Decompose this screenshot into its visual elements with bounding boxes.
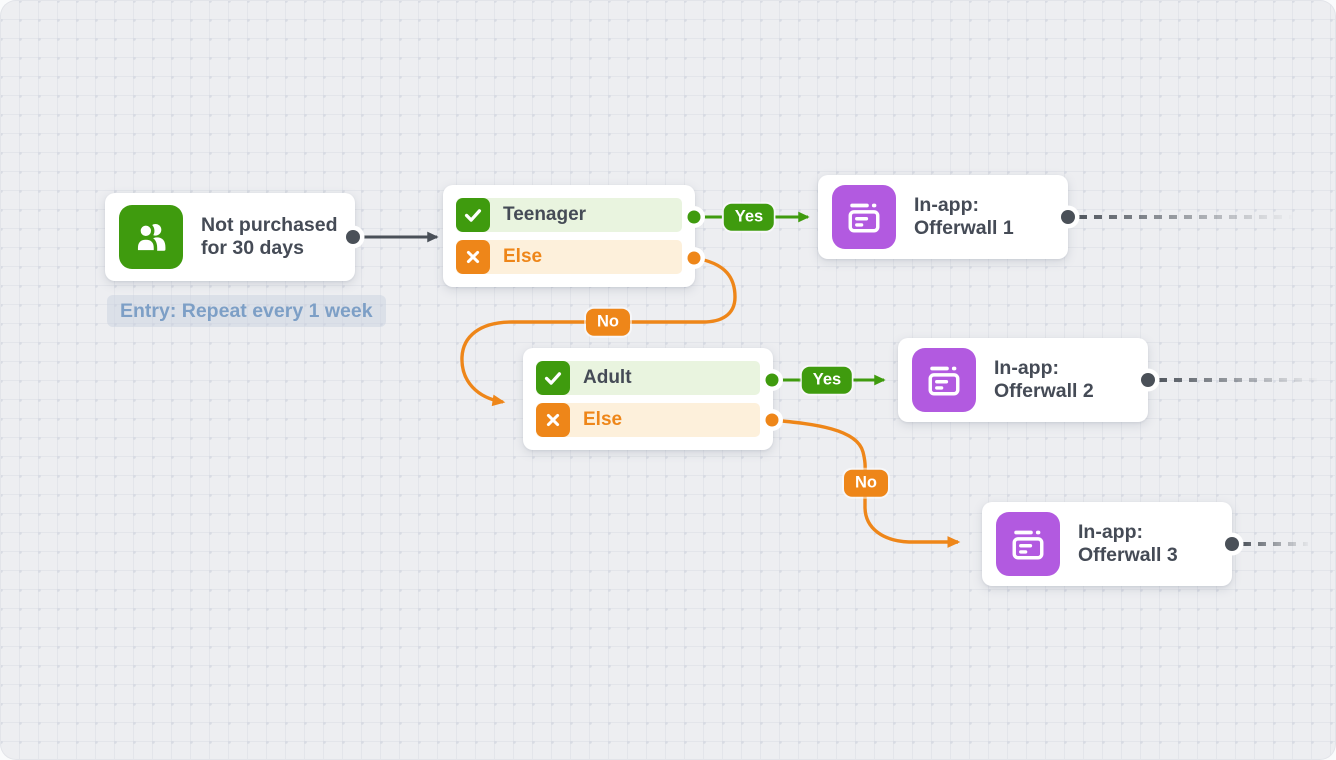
node-audience-title: Not purchased for 30 days: [201, 213, 338, 259]
entry-schedule-label: Entry: Repeat every 1 week: [107, 295, 386, 328]
in-app-message-icon: [912, 348, 976, 412]
users-icon: [119, 205, 183, 269]
node-offerwall2-line2: Offerwall 2: [994, 380, 1094, 402]
edge-badge-no2: No: [844, 469, 888, 497]
edge-badge-yes1: Yes: [723, 203, 775, 231]
decision1-row-else-label: Else: [503, 246, 543, 267]
node-inapp-offerwall-3[interactable]: In-app: Offerwall 3: [982, 502, 1232, 586]
node-audience-not-purchased[interactable]: Not purchased for 30 days: [105, 193, 355, 281]
decision1-row-teenager-label: Teenager: [503, 204, 587, 225]
node-offerwall3-title: In-app: Offerwall 3: [1078, 521, 1178, 568]
decision2-row-else[interactable]: Else: [536, 403, 760, 437]
cross-icon: [536, 403, 570, 437]
node-decision-teenager[interactable]: Teenager Else: [443, 185, 695, 287]
node-offerwall3-line1: In-app:: [1078, 520, 1143, 543]
node-offerwall1-line2: Offerwall 1: [914, 217, 1014, 239]
node-offerwall1-title: In-app: Offerwall 1: [914, 194, 1014, 241]
in-app-message-icon: [832, 185, 896, 249]
node-inapp-offerwall-2[interactable]: In-app: Offerwall 2: [898, 338, 1148, 422]
cross-icon: [456, 240, 490, 274]
check-icon: [536, 361, 570, 395]
node-offerwall1-line1: In-app:: [914, 193, 979, 216]
node-offerwall2-title: In-app: Offerwall 2: [994, 357, 1094, 404]
check-icon: [456, 198, 490, 232]
node-offerwall3-line2: Offerwall 3: [1078, 544, 1178, 566]
edge-badge-no1: No: [586, 308, 630, 336]
decision2-row-adult[interactable]: Adult: [536, 361, 760, 395]
edge-badge-yes2: Yes: [801, 366, 853, 394]
decision2-row-else-label: Else: [583, 409, 623, 430]
node-decision-adult[interactable]: Adult Else: [523, 348, 773, 450]
decision2-row-adult-label: Adult: [583, 367, 632, 388]
node-offerwall2-line1: In-app:: [994, 356, 1059, 379]
in-app-message-icon: [996, 512, 1060, 576]
decision1-row-teenager[interactable]: Teenager: [456, 198, 682, 232]
decision1-row-else[interactable]: Else: [456, 240, 682, 274]
node-inapp-offerwall-1[interactable]: In-app: Offerwall 1: [818, 175, 1068, 259]
